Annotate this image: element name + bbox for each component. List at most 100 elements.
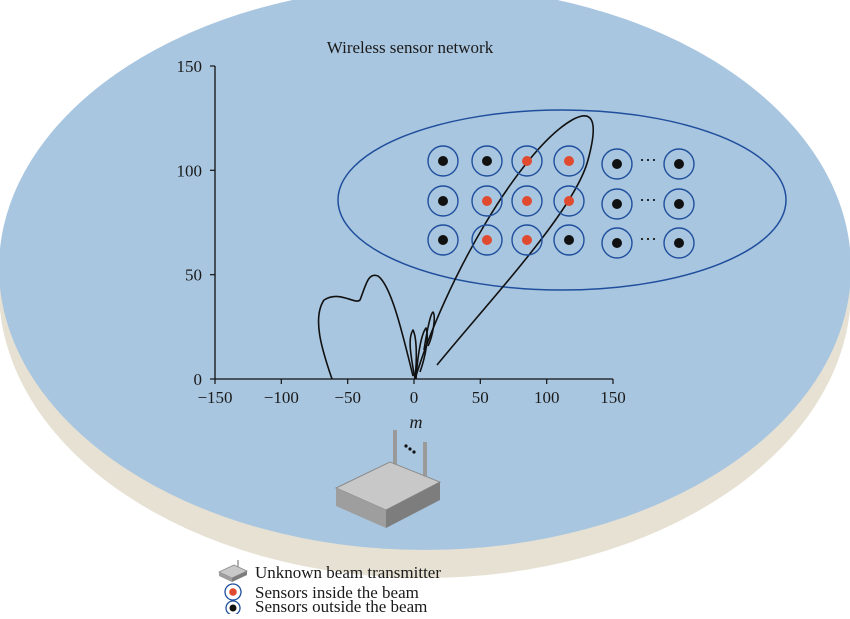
sensor-outside [553, 224, 585, 256]
beam-pattern [317, 115, 594, 380]
sensor-ring [553, 224, 585, 256]
router-icon [334, 430, 442, 528]
legend-item-outside: Sensors outside the beam [225, 597, 427, 616]
legend-item-transmitter: Unknown beam transmitter [218, 560, 441, 582]
x-tick-label: −150 [197, 388, 232, 407]
sensor-dot [612, 238, 622, 248]
sensor-ring [663, 188, 695, 220]
sensor-inside [471, 224, 503, 256]
sensor-ring [663, 227, 695, 259]
legend-label-outside: Sensors outside the beam [255, 597, 427, 614]
sensor-dot [438, 196, 448, 206]
sensor-dot [564, 196, 574, 206]
router-dot [412, 450, 416, 454]
sensor-ring [663, 148, 695, 180]
y-tick-label: 100 [177, 161, 203, 180]
router-icon [218, 560, 248, 582]
legend-label-transmitter: Unknown beam transmitter [255, 563, 441, 582]
x-tick-label: 150 [600, 388, 626, 407]
sensor-dot [482, 235, 492, 245]
sensor-dot [438, 156, 448, 166]
sensor-ring [511, 185, 543, 217]
sensor-ring [553, 185, 585, 217]
x-tick-label: 0 [410, 388, 419, 407]
sensor-dot [674, 199, 684, 209]
router-dot [404, 444, 408, 448]
sensor-inside-icon [224, 583, 242, 601]
sensor-ring [553, 145, 585, 177]
x-tick-label: −50 [334, 388, 361, 407]
x-tick-label: −100 [264, 388, 299, 407]
sensor-outside [663, 188, 695, 220]
sensor-outside [427, 145, 459, 177]
sensor-dot [438, 235, 448, 245]
y-ticks: 0 50 100 150 [177, 57, 215, 389]
sensor-dot [522, 235, 532, 245]
sensor-ring [511, 224, 543, 256]
sensor-outside [601, 227, 633, 259]
sensor-outside [663, 148, 695, 180]
legend: Unknown beam transmitter Sensors inside … [218, 560, 441, 616]
sensor-dot [482, 196, 492, 206]
sensor-inside [553, 145, 585, 177]
sensor-dot [674, 159, 684, 169]
sensor-dot [522, 196, 532, 206]
beam-side-lobe-small-2 [415, 327, 428, 380]
sensor-ring [471, 145, 503, 177]
sensor-ring [471, 224, 503, 256]
sensor-outside [601, 188, 633, 220]
sensor-outside-icon [225, 600, 241, 616]
sensor-inside [511, 224, 543, 256]
sensor-ring [601, 227, 633, 259]
sensor-row-ellipsis: ⋯ [639, 150, 657, 170]
x-tick-label: 50 [472, 388, 489, 407]
sensor-outside [471, 145, 503, 177]
sensor-ring [471, 185, 503, 217]
ground-disc-surface [0, 0, 850, 550]
x-ticks: −150 −100 −50 0 50 100 150 [197, 379, 626, 407]
sensor-dot [612, 199, 622, 209]
legend-label-inside: Sensors inside the beam [255, 583, 419, 602]
sensor-outside [601, 148, 633, 180]
sensor-ring [427, 224, 459, 256]
sensor-inside [471, 185, 503, 217]
sensor-ring [511, 145, 543, 177]
ground-disc [0, 0, 850, 578]
diagram-title: Wireless sensor network [327, 38, 494, 57]
sensor-row-ellipsis: ⋯ [639, 229, 657, 249]
y-tick-label: 150 [177, 57, 203, 76]
sensor-dot [522, 156, 532, 166]
sensor-outside [427, 185, 459, 217]
x-tick-label: 100 [534, 388, 560, 407]
sensor-dot [564, 156, 574, 166]
beam-side-lobe-small-3 [423, 311, 435, 351]
beam-side-lobe-left [317, 274, 414, 380]
sensor-row-ellipsis: ⋯ [639, 190, 657, 210]
beam-main-lobe [414, 115, 594, 380]
sensor-ring [601, 188, 633, 220]
sensor-inside [553, 185, 585, 217]
router-side-right [386, 482, 440, 528]
router-dot [408, 447, 412, 451]
sensor-outside [663, 227, 695, 259]
sensor-inside [511, 185, 543, 217]
sensor-ring [427, 145, 459, 177]
sensor-dot [482, 156, 492, 166]
y-tick-label: 0 [194, 370, 203, 389]
sensor-grid: ⋯ ⋯ ⋯ [427, 145, 695, 259]
x-axis-label: m [410, 412, 423, 432]
beam-side-lobe-small-1 [409, 329, 418, 380]
coverage-ellipse [337, 109, 787, 291]
sensor-ring [427, 185, 459, 217]
legend-item-inside: Sensors inside the beam [224, 583, 419, 602]
sensor-ring [601, 148, 633, 180]
sensor-dot [564, 235, 574, 245]
router-side-left [336, 488, 386, 528]
sensor-dot [612, 159, 622, 169]
y-tick-label: 50 [185, 266, 202, 285]
sensor-inside [511, 145, 543, 177]
sensor-dot [674, 238, 684, 248]
sensor-outside [427, 224, 459, 256]
